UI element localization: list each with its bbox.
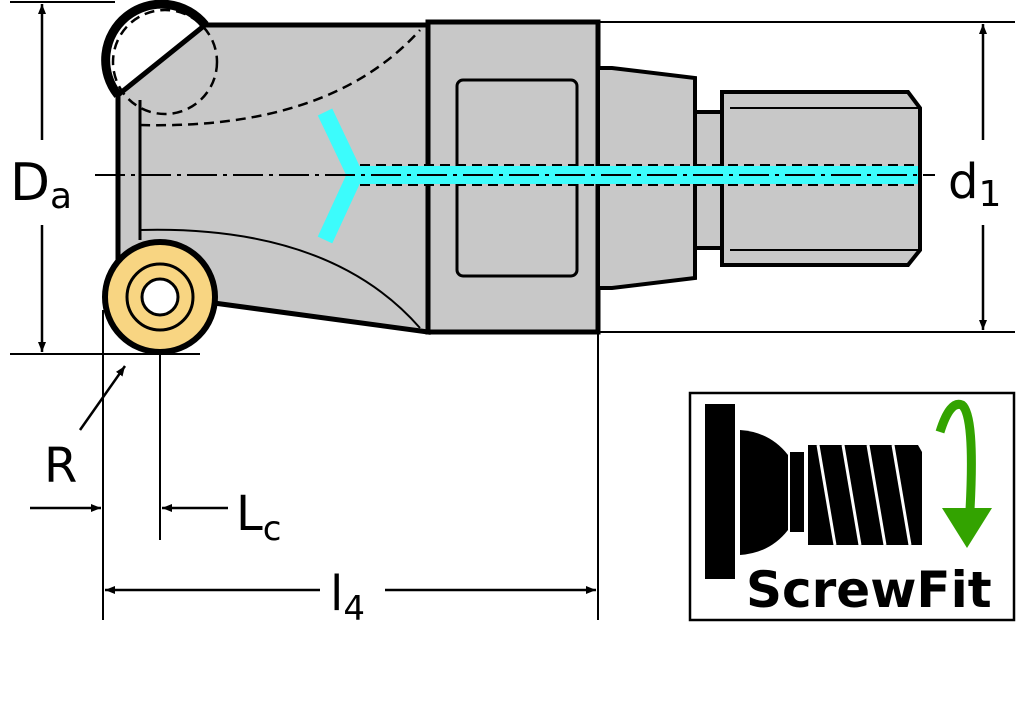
top-insert-hidden (111, 8, 219, 116)
rotate-arrow-icon (935, 399, 976, 511)
label-d1: d1 (948, 154, 1001, 215)
top-insert-edge (101, 0, 209, 98)
label-da: Da (10, 153, 72, 217)
dimension-arrows (30, 4, 987, 594)
label-lc: Lc (236, 486, 281, 549)
round-insert (102, 239, 218, 355)
head-lower-contour (139, 228, 421, 329)
label-r: R (44, 438, 77, 494)
extension-lines (10, 1, 1015, 620)
label-l4: l4 (330, 566, 365, 629)
screwfit-logo: ScrewFit (688, 391, 1016, 622)
screwfit-text: ScrewFit (746, 561, 992, 619)
head-hidden-contour (139, 29, 421, 127)
